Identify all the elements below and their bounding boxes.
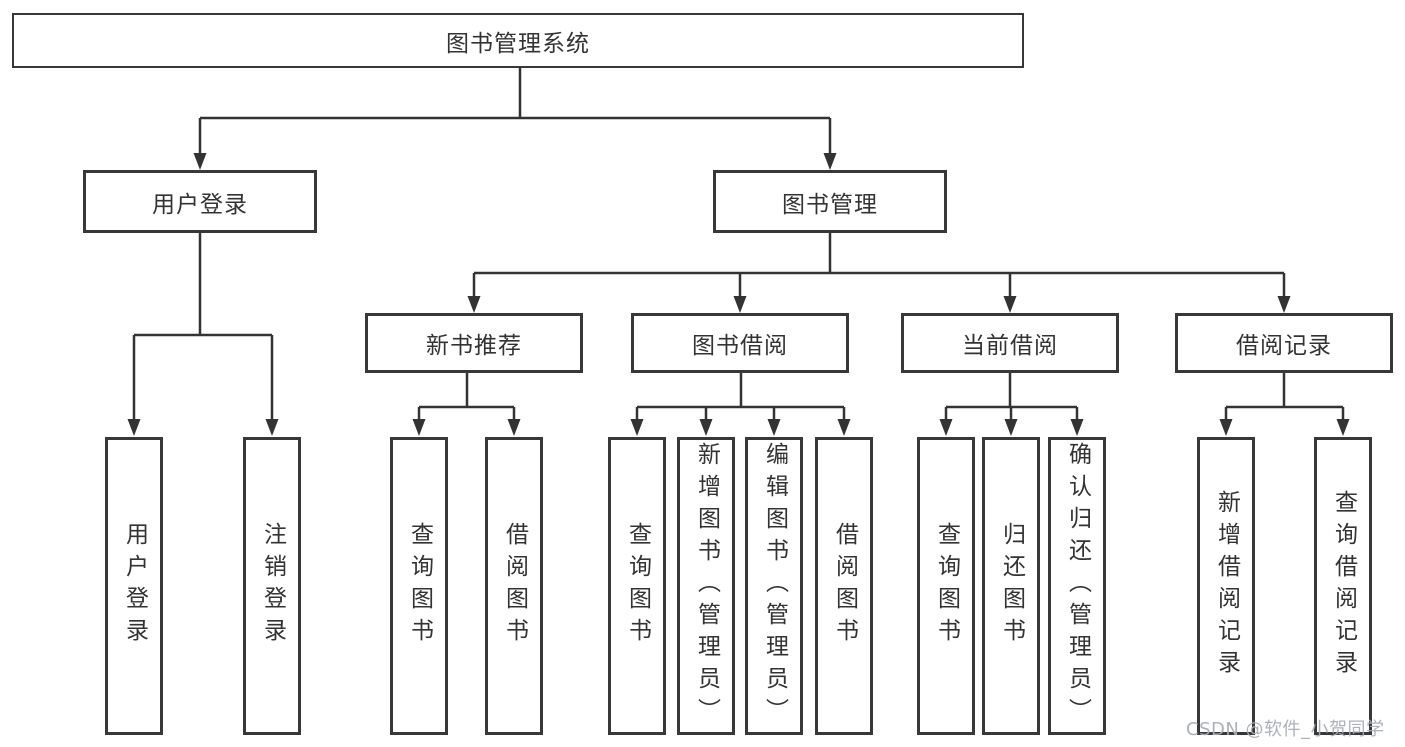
arrow-book-mgmt	[823, 153, 837, 170]
arrow-leaf	[1004, 419, 1018, 436]
arrow-leaf	[1070, 419, 1084, 436]
connector-new-book-branch	[417, 373, 516, 420]
leaf-label: 新增借阅记录	[1213, 490, 1240, 682]
arrow-leaf	[507, 419, 521, 436]
leaf-label: 查询借阅记录	[1330, 490, 1357, 682]
node-book-management: 图书管理	[713, 170, 947, 233]
arrow-leaf	[837, 419, 851, 436]
leaf-return-books: 归还图书	[982, 437, 1040, 735]
leaf-label: 查询图书	[624, 522, 651, 650]
arrow-new-book	[467, 296, 481, 313]
connector-borrow-records-branch	[1224, 373, 1345, 420]
leaf-user-login: 用户登录	[105, 437, 163, 735]
arrowheads	[127, 153, 1350, 436]
leaf-query-borrow-record: 查询借阅记录	[1314, 437, 1372, 735]
connector-book-mgmt-branch	[472, 233, 1286, 297]
leaf-add-borrow-record: 新增借阅记录	[1197, 437, 1255, 735]
leaf-label: 借阅图书	[831, 522, 858, 650]
node-borrow-records: 借阅记录	[1175, 313, 1393, 373]
leaf-query-books-borrow: 查询图书	[608, 437, 666, 735]
leaf-label: 查询图书	[406, 522, 433, 650]
node-book-borrow: 图书借阅	[631, 313, 849, 373]
arrow-leaf	[699, 419, 713, 436]
leaf-label: 借阅图书	[501, 522, 528, 650]
arrow-leaf	[265, 419, 279, 436]
node-new-book-recommend: 新书推荐	[365, 313, 583, 373]
arrow-borrow-records	[1277, 296, 1291, 313]
leaf-label: 归还图书	[998, 522, 1025, 650]
connector-user-login-branch	[132, 233, 274, 420]
arrow-user-login	[193, 153, 207, 170]
leaf-label: 注销登录	[259, 522, 286, 650]
arrow-leaf	[939, 419, 953, 436]
arrow-leaf	[127, 419, 141, 436]
leaf-query-books-recommend: 查询图书	[390, 437, 448, 735]
leaf-add-books-admin: 新增图书（管理员）	[677, 437, 735, 735]
arrow-leaf	[1336, 419, 1350, 436]
leaf-label: 用户登录	[121, 522, 148, 650]
leaf-query-books-current: 查询图书	[917, 437, 975, 735]
leaf-borrow-books-recommend: 借阅图书	[485, 437, 543, 735]
leaf-label: 编辑图书（管理员）	[761, 442, 788, 730]
leaf-logout: 注销登录	[243, 437, 301, 735]
leaf-label: 新增图书（管理员）	[693, 442, 720, 730]
connector-book-borrow-branch	[635, 373, 846, 420]
arrow-book-borrow	[733, 296, 747, 313]
watermark: CSDN @软件_小贺同学	[1186, 719, 1385, 740]
leaf-label: 确认归还（管理员）	[1064, 442, 1091, 730]
leaf-label: 查询图书	[933, 522, 960, 650]
arrow-leaf	[1219, 419, 1233, 436]
arrow-leaf	[412, 419, 426, 436]
connector-root-to-level2	[198, 68, 832, 154]
node-root: 图书管理系统	[12, 13, 1024, 68]
leaf-edit-books-admin: 编辑图书（管理员）	[745, 437, 803, 735]
leaf-confirm-return-admin: 确认归还（管理员）	[1048, 437, 1106, 735]
arrow-current-borrow	[1003, 296, 1017, 313]
connector-current-borrow-branch	[944, 373, 1079, 420]
arrow-leaf	[767, 419, 781, 436]
node-current-borrow: 当前借阅	[901, 313, 1119, 373]
leaf-borrow-books: 借阅图书	[815, 437, 873, 735]
arrow-leaf	[630, 419, 644, 436]
node-user-login: 用户登录	[83, 170, 317, 233]
